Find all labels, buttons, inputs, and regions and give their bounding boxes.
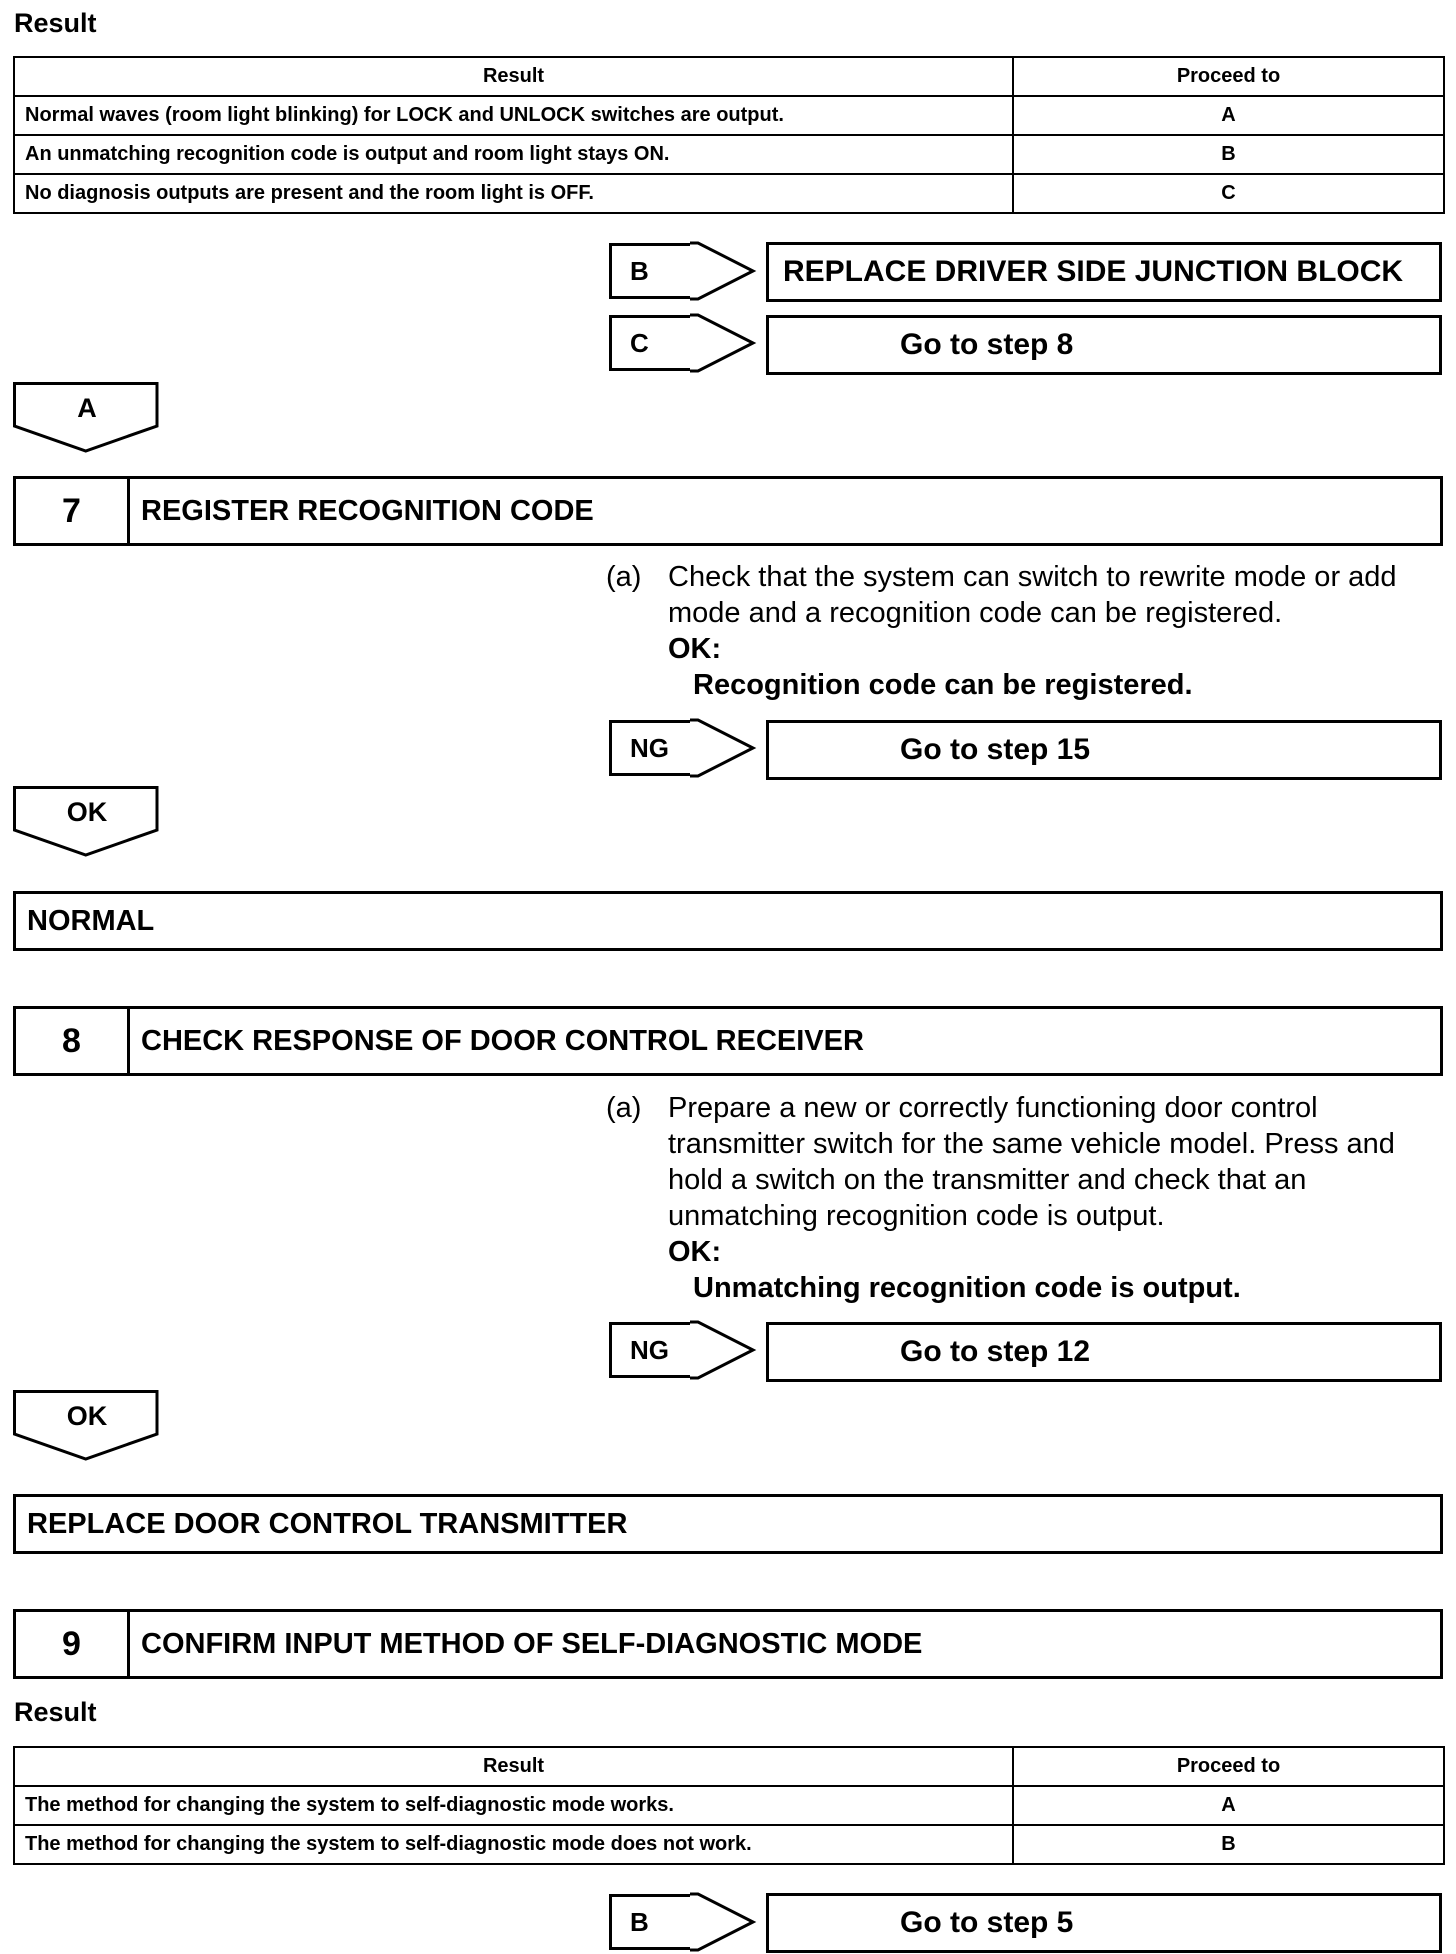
result-table: Result Proceed to The method for changin… — [13, 1746, 1445, 1865]
table-header-cell: Proceed to — [1012, 56, 1445, 97]
branch-destination-text: REPLACE DRIVER SIDE JUNCTION BLOCK — [783, 255, 1404, 288]
normal-result-box: NORMAL — [13, 891, 1443, 951]
branch-tag-label: NG — [630, 1334, 669, 1365]
branch-destination-box: Go to step 5 — [766, 1893, 1442, 1953]
table-header-cell: Result — [13, 1746, 1014, 1787]
item-letter: (a) — [606, 561, 642, 593]
table-cell: The method for changing the system to se… — [13, 1785, 1014, 1826]
table-cell: The method for changing the system to se… — [13, 1824, 1014, 1865]
go-to-step-link[interactable]: Go to step 5 — [900, 1906, 1074, 1939]
step-7-instruction: (a) Check that the system can switch to … — [606, 559, 1446, 709]
proceed-ok-label: OK — [66, 1401, 108, 1431]
branch-destination-box: Go to step 15 — [766, 720, 1442, 780]
step-number: 9 — [16, 1612, 130, 1676]
step-number: 8 — [16, 1009, 130, 1073]
table-row: The method for changing the system to se… — [13, 1785, 1445, 1826]
arrow-right-icon — [690, 1320, 757, 1380]
arrow-right-icon — [690, 241, 757, 301]
step-7-header: 7 REGISTER RECOGNITION CODE — [13, 476, 1443, 546]
ok-value: Unmatching recognition code is output. — [693, 1272, 1241, 1304]
branch-b-tag: B — [609, 243, 693, 299]
ok-value: Recognition code can be registered. — [693, 669, 1193, 701]
result-heading: Result — [14, 1697, 97, 1727]
step-title: REGISTER RECOGNITION CODE — [141, 494, 594, 527]
table-row: An unmatching recognition code is output… — [13, 134, 1445, 175]
table-cell: No diagnosis outputs are present and the… — [13, 173, 1014, 214]
item-text-line: unmatching recognition code is output. — [668, 1200, 1165, 1232]
table-header-cell: Proceed to — [1012, 1746, 1445, 1787]
step-8-instruction: (a) Prepare a new or correctly functioni… — [606, 1090, 1446, 1310]
branch-b-tag: B — [609, 1894, 693, 1950]
proceed-a-label: A — [77, 393, 97, 423]
table-header-row: Result Proceed to — [13, 56, 1445, 97]
go-to-step-link[interactable]: Go to step 12 — [900, 1335, 1091, 1368]
step-9-header: 9 CONFIRM INPUT METHOD OF SELF-DIAGNOSTI… — [13, 1609, 1443, 1679]
table-cell: A — [1012, 1785, 1445, 1826]
result-heading: Result — [14, 8, 97, 38]
step-number: 7 — [16, 479, 130, 543]
table-header-row: Result Proceed to — [13, 1746, 1445, 1787]
result-text: REPLACE DOOR CONTROL TRANSMITTER — [27, 1507, 628, 1540]
step-8-header: 8 CHECK RESPONSE OF DOOR CONTROL RECEIVE… — [13, 1006, 1443, 1076]
table-row: The method for changing the system to se… — [13, 1824, 1445, 1865]
branch-destination-box: Go to step 8 — [766, 315, 1442, 375]
replace-transmitter-box: REPLACE DOOR CONTROL TRANSMITTER — [13, 1494, 1443, 1554]
arrow-right-icon — [690, 1892, 757, 1952]
table-row: Normal waves (room light blinking) for L… — [13, 95, 1445, 136]
table-row: No diagnosis outputs are present and the… — [13, 173, 1445, 214]
item-body: Prepare a new or correctly functioning d… — [668, 1090, 1395, 1306]
branch-destination-box: REPLACE DRIVER SIDE JUNCTION BLOCK — [766, 242, 1442, 302]
table-header-cell: Result — [13, 56, 1014, 97]
ok-label: OK: — [668, 1236, 722, 1268]
table-cell: C — [1012, 173, 1445, 214]
step-title: CHECK RESPONSE OF DOOR CONTROL RECEIVER — [141, 1024, 864, 1057]
item-body: Check that the system can switch to rewr… — [668, 559, 1397, 703]
arrow-right-icon — [690, 313, 757, 373]
table-cell: An unmatching recognition code is output… — [13, 134, 1014, 175]
item-text-line: Check that the system can switch to rewr… — [668, 561, 1397, 593]
branch-ng-tag: NG — [609, 1322, 693, 1378]
branch-tag-label: C — [630, 327, 649, 358]
branch-tag-label: NG — [630, 732, 669, 763]
table-cell: A — [1012, 95, 1445, 136]
table-cell: B — [1012, 134, 1445, 175]
proceed-down-arrow-icon — [13, 1390, 159, 1461]
table-cell: Normal waves (room light blinking) for L… — [13, 95, 1014, 136]
arrow-right-icon — [690, 718, 757, 778]
item-letter: (a) — [606, 1092, 642, 1124]
proceed-down-arrow-icon — [13, 382, 159, 453]
proceed-ok-label: OK — [66, 797, 108, 827]
branch-tag-label: B — [630, 255, 649, 286]
item-text-line: Prepare a new or correctly functioning d… — [668, 1092, 1318, 1124]
result-text: NORMAL — [27, 904, 155, 937]
go-to-step-link[interactable]: Go to step 15 — [900, 733, 1091, 766]
item-text-line: transmitter switch for the same vehicle … — [668, 1128, 1395, 1160]
branch-tag-label: B — [630, 1906, 649, 1937]
proceed-down-arrow-icon — [13, 786, 159, 857]
step-title: CONFIRM INPUT METHOD OF SELF-DIAGNOSTIC … — [141, 1627, 923, 1660]
branch-ng-tag: NG — [609, 720, 693, 776]
result-table: Result Proceed to Normal waves (room lig… — [13, 56, 1445, 214]
go-to-step-link[interactable]: Go to step 8 — [900, 328, 1074, 361]
branch-destination-box: Go to step 12 — [766, 1322, 1442, 1382]
branch-c-tag: C — [609, 315, 693, 371]
item-text-line: mode and a recognition code can be regis… — [668, 597, 1283, 629]
ok-label: OK: — [668, 633, 722, 665]
table-cell: B — [1012, 1824, 1445, 1865]
item-text-line: hold a switch on the transmitter and che… — [668, 1164, 1307, 1196]
